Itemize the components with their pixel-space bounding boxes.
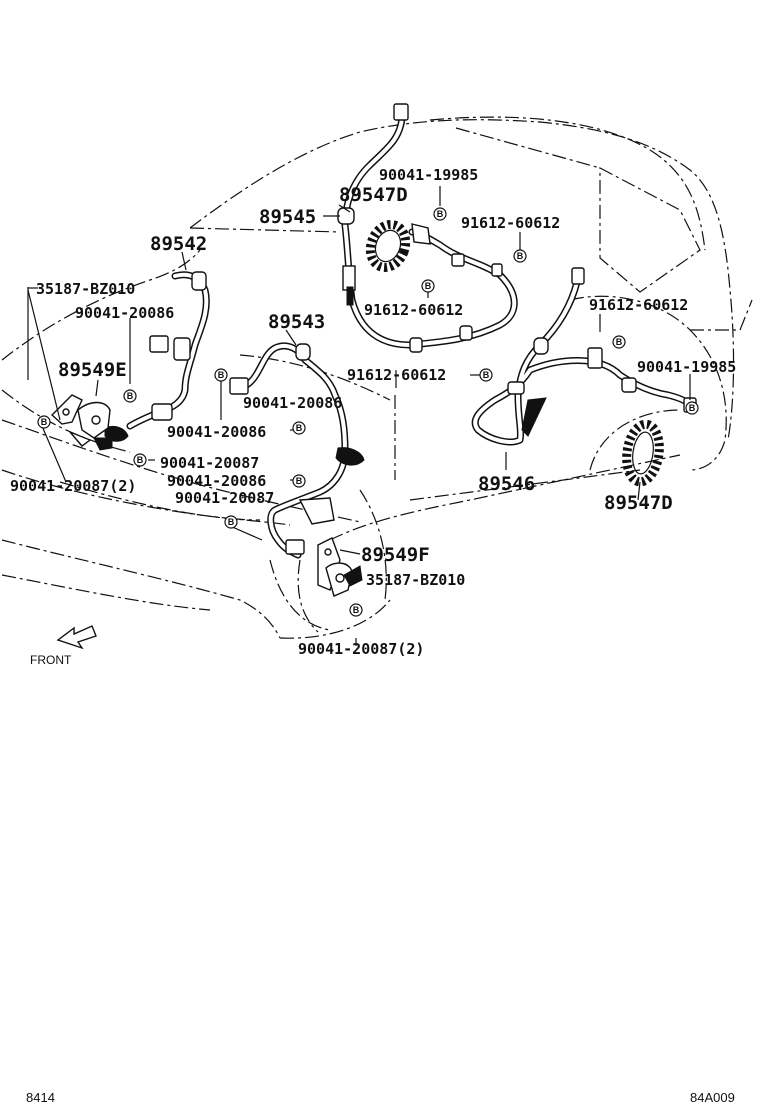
sensor-harness-89545 bbox=[337, 103, 518, 353]
svg-text:B: B bbox=[517, 251, 524, 261]
label-90041-20086-d: 90041-20086 bbox=[167, 472, 266, 490]
bolt-marker-90041-20087-left-2: B bbox=[37, 415, 51, 429]
bracket-89549e bbox=[50, 394, 113, 451]
svg-text:B: B bbox=[218, 370, 225, 380]
label-90041-20087-a: 90041-20087 bbox=[160, 454, 259, 472]
svg-text:B: B bbox=[296, 476, 303, 486]
svg-text:B: B bbox=[137, 455, 144, 465]
label-91612-60612-d: 91612-60612 bbox=[347, 366, 446, 384]
svg-text:B: B bbox=[296, 423, 303, 433]
bolt-marker-90041-20087-bottom-2: B bbox=[349, 603, 363, 617]
label-90041-20086-c: 90041-20086 bbox=[167, 423, 266, 441]
label-90041-20086-b: 90041-20086 bbox=[243, 394, 342, 412]
label-89549e: 89549E bbox=[58, 359, 127, 381]
svg-text:B: B bbox=[437, 209, 444, 219]
footer-right-code: 84A009 bbox=[690, 1090, 735, 1105]
part-labels: 90041-19985 89547D 89545 91612-60612 895… bbox=[10, 166, 736, 667]
sensor-rotor-89547d-top bbox=[365, 220, 411, 272]
svg-text:B: B bbox=[689, 403, 696, 413]
label-35187-bz010-right: 35187-BZ010 bbox=[366, 571, 465, 589]
label-90041-19985-right: 90041-19985 bbox=[637, 358, 736, 376]
bolt-marker-91612-b: B bbox=[421, 279, 435, 293]
front-label: FRONT bbox=[30, 653, 72, 667]
bolt-marker-90041-20086-c: B bbox=[292, 421, 306, 435]
label-90041-19985-top: 90041-19985 bbox=[379, 166, 478, 184]
svg-text:B: B bbox=[425, 281, 432, 291]
svg-text:B: B bbox=[616, 337, 623, 347]
bolt-marker-91612-c: B bbox=[612, 335, 626, 349]
label-90041-20086-a: 90041-20086 bbox=[75, 304, 174, 322]
sensor-rotor-89547d-right bbox=[622, 419, 664, 487]
sensor-harness-89546 bbox=[471, 267, 697, 446]
sensor-harness-89543 bbox=[229, 342, 365, 559]
svg-text:B: B bbox=[228, 517, 235, 527]
label-89545: 89545 bbox=[259, 206, 316, 228]
label-89547d-top: 89547D bbox=[339, 184, 408, 206]
label-89542: 89542 bbox=[150, 233, 207, 255]
bolt-marker-90041-20086-d: B bbox=[292, 474, 306, 488]
bolt-marker-90041-20087-a: B bbox=[133, 453, 147, 467]
svg-text:B: B bbox=[127, 391, 134, 401]
svg-text:B: B bbox=[353, 605, 360, 615]
label-89546: 89546 bbox=[478, 473, 535, 495]
label-90041-20087-b: 90041-20087 bbox=[175, 489, 274, 507]
bolt-marker-91612-a: B bbox=[513, 249, 527, 263]
svg-text:B: B bbox=[41, 417, 48, 427]
bolt-marker-90041-19985-right: B bbox=[685, 401, 699, 415]
bolt-marker-90041-20087-b: B bbox=[224, 515, 238, 529]
bracket-89549f bbox=[317, 537, 363, 597]
bolt-marker-91612-d: B bbox=[479, 368, 493, 382]
bolt-marker-90041-20086-a: B bbox=[123, 389, 137, 403]
label-91612-60612-c: 91612-60612 bbox=[589, 296, 688, 314]
label-89543: 89543 bbox=[268, 311, 325, 333]
bolt-marker-90041-20086-b: B bbox=[214, 368, 228, 382]
label-90041-20087-2-bottom: 90041-20087(2) bbox=[298, 640, 424, 658]
label-91612-60612-b: 91612-60612 bbox=[364, 301, 463, 319]
front-arrow bbox=[56, 625, 97, 650]
label-91612-60612-a: 91612-60612 bbox=[461, 214, 560, 232]
footer-left-code: 8414 bbox=[26, 1090, 55, 1105]
svg-text:B: B bbox=[483, 370, 490, 380]
label-89549f: 89549F bbox=[361, 544, 430, 566]
label-35187-bz010-left: 35187-BZ010 bbox=[36, 280, 135, 298]
label-90041-20087-2-left: 90041-20087(2) bbox=[10, 477, 136, 495]
bolt-marker-90041-19985-top: B bbox=[433, 207, 447, 221]
label-89547d-right: 89547D bbox=[604, 492, 673, 514]
sensor-harness-89542 bbox=[104, 271, 210, 442]
